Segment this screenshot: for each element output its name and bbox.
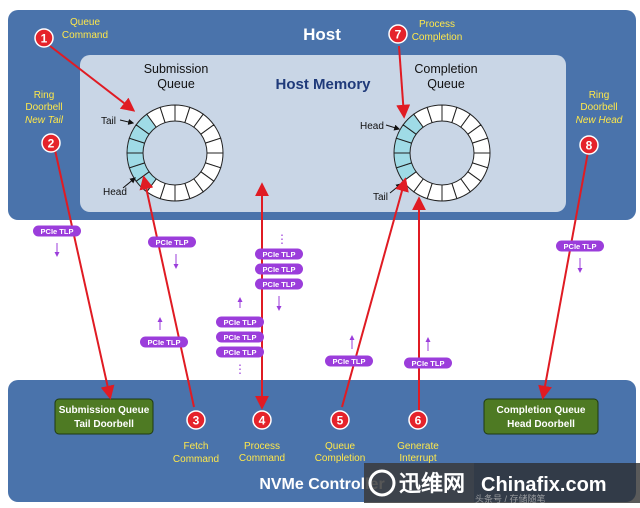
step-4-caption-2: Command: [239, 453, 285, 464]
svg-text:2: 2: [48, 137, 55, 151]
step-badge-5: 5: [330, 410, 350, 430]
arrow-step-7-process-completion: [396, 45, 411, 119]
pcie-tlp-label: PCIe TLP: [263, 280, 296, 289]
pcie-tlp-pill: [255, 248, 303, 260]
svg-text:8: 8: [586, 139, 593, 153]
pcie-tlp-pill: [216, 346, 264, 358]
pcie-tlp-label: PCIe TLP: [224, 333, 257, 342]
arrow-step-1-queue-command: [49, 45, 136, 112]
completion-queue-ring: [393, 104, 491, 202]
tlp-ellipsis-bottom: ⋮: [234, 362, 246, 376]
submission-queue-title-1: Submission: [144, 62, 209, 76]
sq-head-label: Head: [103, 187, 127, 198]
pcie-tlp-label: PCIe TLP: [263, 265, 296, 274]
pcie-tlp-label: PCIe TLP: [41, 227, 74, 236]
host-title: Host: [303, 25, 341, 44]
arrow-step-2-ring-doorbell: [54, 149, 115, 400]
watermark: 迅维网 Chinafix.com 头条号 / 存储随笔: [364, 463, 640, 504]
step-1-caption-1: Queue: [70, 17, 100, 28]
pcie-tlp-label: PCIe TLP: [564, 242, 597, 251]
watermark-cn: 迅维网: [399, 471, 465, 496]
host-memory-title: Host Memory: [275, 76, 371, 93]
step-3-caption-1: Fetch: [183, 441, 208, 452]
step-badge-6: 6: [408, 410, 428, 430]
step-badge-3: 3: [186, 410, 206, 430]
watermark-en: Chinafix.com: [481, 474, 607, 496]
step-5-caption-1: Queue: [325, 441, 355, 452]
svg-text:3: 3: [193, 414, 200, 428]
pcie-tlp-label: PCIe TLP: [412, 359, 445, 368]
step-badge-4: 4: [252, 410, 272, 430]
cq-tail-label: Tail: [373, 192, 388, 203]
step-8-caption-2: Doorbell: [580, 102, 617, 113]
cq-head-label: Head: [360, 121, 384, 132]
step-4-caption-1: Process: [244, 441, 280, 452]
sq-tail-label: Tail: [101, 116, 116, 127]
step-1-caption-2: Command: [62, 30, 108, 41]
sq-slot: [159, 104, 176, 124]
completion-queue-title-2: Queue: [427, 77, 465, 91]
pcie-tlp-pill: [140, 336, 188, 348]
pcie-tlp-label: PCIe TLP: [148, 338, 181, 347]
step-2-caption-2: Doorbell: [25, 102, 62, 113]
watermark-tail: 头条号 / 存储随笔: [475, 493, 546, 504]
arrow-step-3-fetch-command: [139, 175, 195, 408]
svg-text:6: 6: [415, 414, 422, 428]
pcie-tlp-label: PCIe TLP: [224, 318, 257, 327]
step-2-caption-3: New Tail: [25, 115, 64, 126]
pcie-tlp-pill: [325, 355, 373, 367]
cq-slot: [426, 104, 443, 124]
tlp-ellipsis-top: ⋮: [276, 232, 288, 246]
watermark-logo-icon: [368, 469, 396, 497]
svg-text:7: 7: [395, 28, 402, 42]
step-5-caption-2: Completion: [315, 453, 366, 464]
submission-queue-ring: [126, 104, 224, 202]
sq-head-pointer: [122, 177, 136, 189]
pcie-tlp-pill: [255, 278, 303, 290]
step-2-caption-1: Ring: [34, 90, 55, 101]
step-badge-7: 7: [388, 24, 408, 44]
step-6-caption-2: Interrupt: [399, 453, 436, 464]
pcie-tlp-pill: [404, 357, 452, 369]
arrow-step-8-ring-doorbell: [538, 151, 589, 400]
step-7-caption-1: Process: [419, 19, 455, 30]
svg-text:5: 5: [337, 414, 344, 428]
pcie-tlp-pill: [556, 240, 604, 252]
cq-head-pointer: [385, 124, 401, 131]
step-3-caption-2: Command: [173, 454, 219, 465]
step-6-caption-1: Generate: [397, 441, 439, 452]
pcie-tlp-pill: [216, 331, 264, 343]
pcie-tlp-label: PCIe TLP: [333, 357, 366, 366]
step-badge-2: 2: [41, 133, 61, 153]
pcie-tlp-pill: [33, 225, 81, 237]
arrow-step-5-queue-completion: [341, 177, 409, 408]
pcie-tlp-pill: [255, 263, 303, 275]
step-badge-8: 8: [579, 135, 599, 155]
step-8-caption-3: New Head: [576, 115, 623, 126]
pcie-tlp-pill: [216, 316, 264, 328]
sq-tail-doorbell-line1: Submission Queue: [59, 405, 150, 416]
pcie-tlp-label: PCIe TLP: [156, 238, 189, 247]
pcie-tlp-pill: [148, 236, 196, 248]
step-8-caption-1: Ring: [589, 90, 610, 101]
sq-tail-pointer: [119, 118, 135, 125]
cq-head-doorbell-line1: Completion Queue: [497, 405, 586, 416]
completion-queue-title-1: Completion: [414, 62, 477, 76]
step-badge-1: 1: [34, 28, 54, 48]
pcie-tlp-layer: PCIe TLP PCIe TLP PCIe TLP PCIe TLP PCIe TLP…: [33, 225, 604, 369]
svg-text:1: 1: [41, 32, 48, 46]
cq-head-doorbell-line2: Head Doorbell: [507, 419, 575, 430]
pcie-tlp-label: PCIe TLP: [224, 348, 257, 357]
step-7-caption-2: Completion: [412, 32, 463, 43]
svg-text:4: 4: [259, 414, 266, 428]
submission-queue-title-2: Queue: [157, 77, 195, 91]
sq-tail-doorbell-line2: Tail Doorbell: [74, 419, 134, 430]
pcie-tlp-label: PCIe TLP: [263, 250, 296, 259]
nvme-controller-title: NVMe Controller: [259, 476, 384, 493]
